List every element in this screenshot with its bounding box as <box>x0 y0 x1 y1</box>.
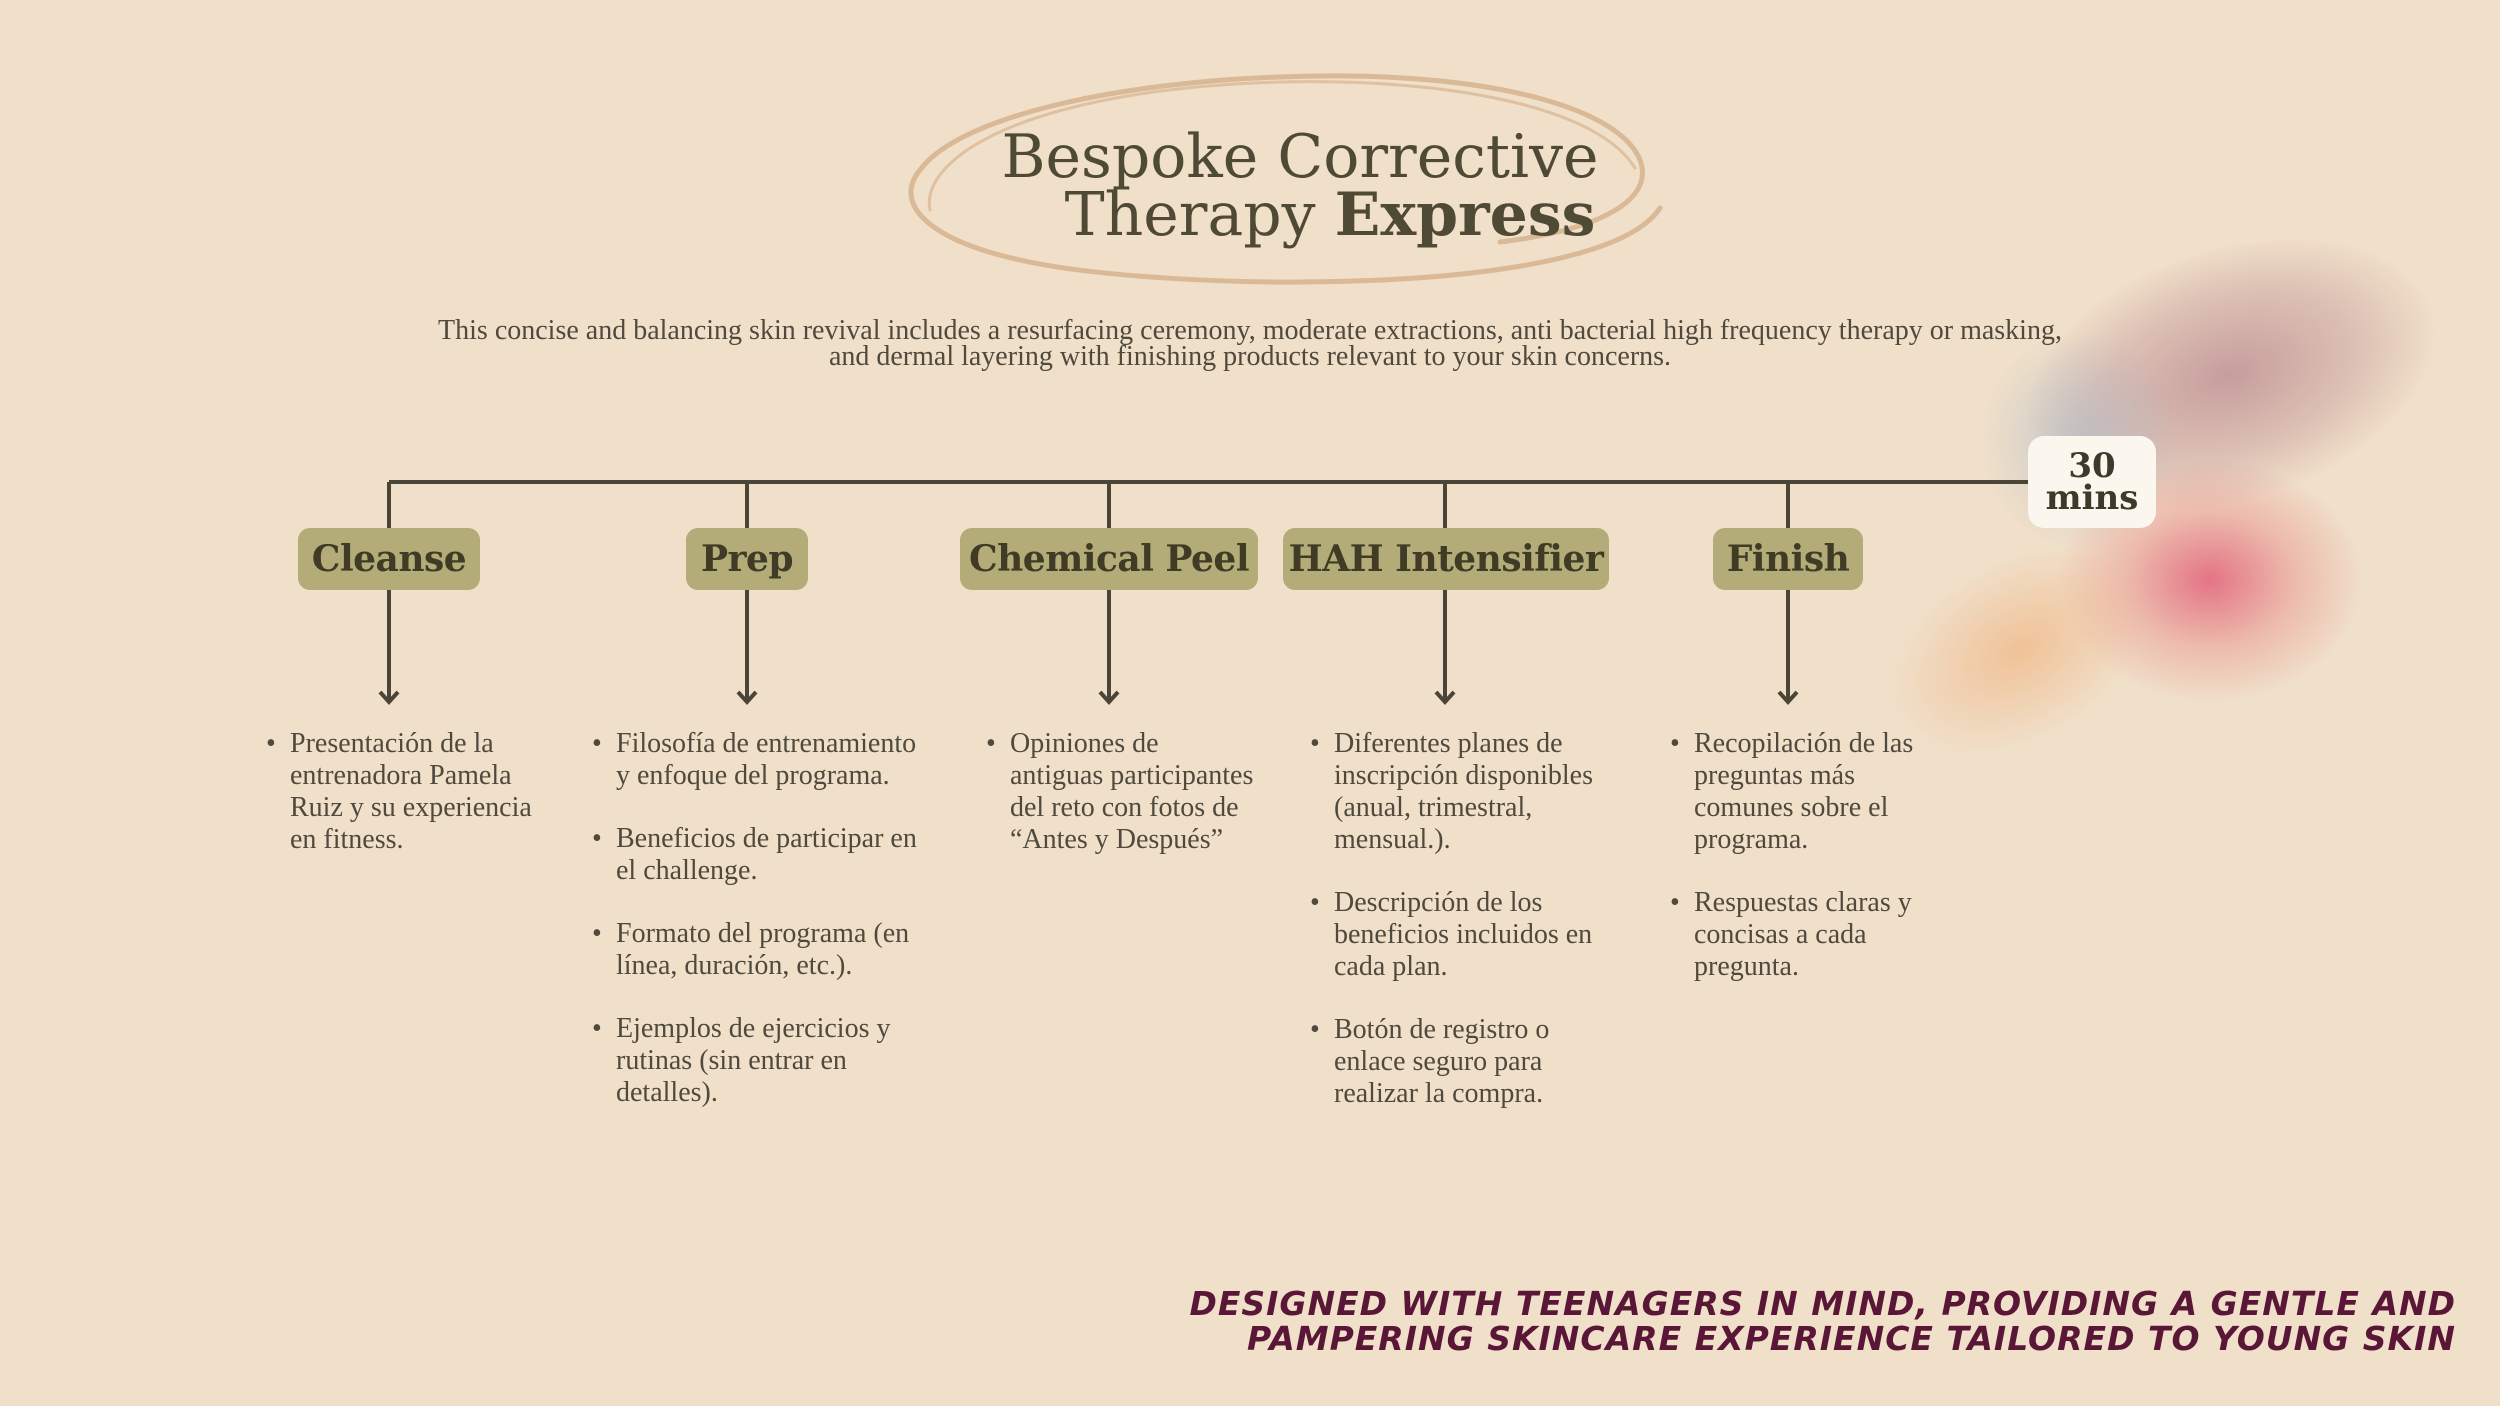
title-line-2-regular: Therapy <box>1064 180 1335 250</box>
arrow-head-prep <box>736 690 758 705</box>
arrow-head-hah-intensifier <box>1434 690 1456 705</box>
list-item: Beneficios de participar en el challenge… <box>592 823 930 887</box>
title-block: Bespoke Corrective Therapy Express <box>900 60 1680 300</box>
list-item: Botón de registro o enlace seguro para r… <box>1310 1014 1608 1110</box>
duration-badge: 30 mins <box>2028 436 2156 528</box>
list-item: Formato del programa (en línea, duración… <box>592 918 930 982</box>
step-prep: Prep <box>686 528 808 590</box>
list-item: Diferentes planes de inscripción disponi… <box>1310 728 1608 856</box>
list-item: Opiniones de antiguas participantes del … <box>986 728 1254 856</box>
list-item: Respuestas claras y concisas a cada preg… <box>1670 887 1918 983</box>
step-cleanse: Cleanse <box>298 528 480 590</box>
step-details-chemical-peel: Opiniones de antiguas participantes del … <box>984 728 1254 887</box>
arrow-head-cleanse <box>378 690 400 705</box>
tagline-line-2: PAMPERING SKINCARE EXPERIENCE TAILORED T… <box>1247 1319 2456 1358</box>
arrow-head-finish <box>1777 690 1799 705</box>
tagline: DESIGNED WITH TEENAGERS IN MIND, PROVIDI… <box>1056 1286 2456 1356</box>
title-oval-decoration <box>908 73 1663 285</box>
step-chemical-peel: Chemical Peel <box>960 528 1258 590</box>
duration-value: 30 <box>2068 446 2116 486</box>
tagline-line-1: DESIGNED WITH TEENAGERS IN MIND, PROVIDI… <box>1189 1284 2456 1323</box>
title-line-1: Bespoke Corrective <box>1001 122 1599 192</box>
step-hah-intensifier: HAH Intensifier <box>1283 528 1609 590</box>
title-line-2: Therapy Express <box>900 185 1720 245</box>
step-finish: Finish <box>1713 528 1863 590</box>
list-item: Presentación de la entrenadora Pamela Ru… <box>266 728 534 856</box>
title-line-2-bold: Express <box>1334 180 1596 250</box>
list-item: Descripción de los beneficios incluidos … <box>1310 887 1608 983</box>
step-details-prep: Filosofía de entrenamiento y enfoque del… <box>590 728 930 1140</box>
list-item: Recopilación de las preguntas más comune… <box>1670 728 1918 856</box>
step-details-hah-intensifier: Diferentes planes de inscripción disponi… <box>1308 728 1608 1141</box>
duration-unit: mins <box>2045 478 2139 518</box>
description: This concise and balancing skin revival … <box>438 315 2062 372</box>
arrow-head-chemical-peel <box>1098 690 1120 705</box>
step-details-finish: Recopilación de las preguntas más comune… <box>1668 728 1918 1014</box>
step-details-cleanse: Presentación de la entrenadora Pamela Ru… <box>264 728 534 887</box>
list-item: Filosofía de entrenamiento y enfoque del… <box>592 728 930 792</box>
list-item: Ejemplos de ejercicios y rutinas (sin en… <box>592 1013 930 1109</box>
